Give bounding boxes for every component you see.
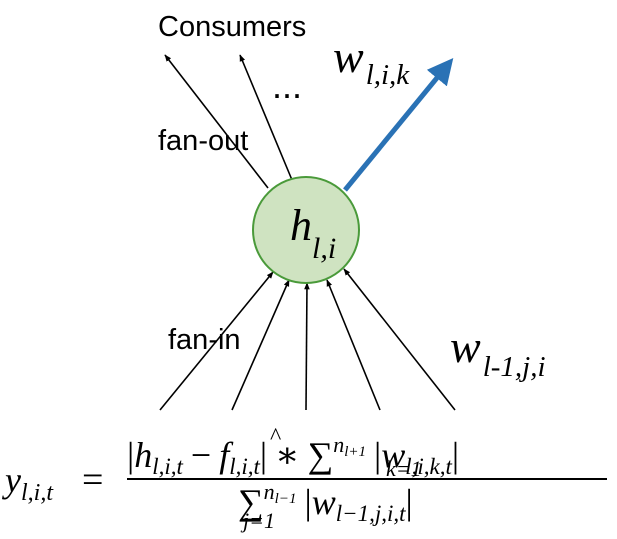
num-sum-sup-sub: l+1 [344, 444, 366, 460]
ellipsis-label: ... [272, 65, 302, 106]
neuron-label-var: h [290, 201, 312, 250]
num-f-hat: ^ [270, 424, 281, 450]
formula-numerator: |hl,i,t−fl,i,t|∗∑nl+1|wl,i,k,t| [127, 432, 459, 479]
neuron-label-sub: l,i [312, 232, 336, 265]
fan-out-edges [164, 54, 454, 192]
highlighted-output-edge [343, 57, 454, 192]
num-minus: − [191, 435, 211, 475]
fan-in-label: fan-in [168, 324, 241, 356]
output-weight-var: w [333, 31, 364, 82]
saliency-formula: yl,i,t = |hl,i,t−fl,i,t|∗∑nl+1|wl,i,k,t|… [2, 424, 607, 533]
num-w-close: | [452, 435, 459, 475]
output-weight-label: wl,i,k [333, 31, 410, 91]
fan-in-edges [159, 268, 456, 411]
input-weight-label: wl-1,j,i [450, 321, 546, 383]
num-w-open: | [374, 435, 381, 475]
den-w-open: | [304, 482, 311, 522]
neuron-node: hl,i [252, 176, 360, 284]
num-abs-open: | [127, 435, 134, 475]
formula-equals: = [82, 459, 103, 501]
fan-in-edge-5 [343, 268, 456, 411]
den-sum: ∑ [238, 482, 264, 522]
num-w: w [381, 435, 405, 475]
num-times: ∗ [275, 435, 299, 475]
den-w: w [312, 482, 336, 522]
fan-in-edge-1 [159, 271, 274, 411]
num-w-sub: l,i,k,t [405, 454, 452, 479]
fan-in-edge-4 [326, 279, 381, 411]
neuron-circle [252, 176, 360, 284]
num-sum-sup: n [333, 432, 344, 457]
den-w-close: | [406, 482, 413, 522]
input-weight-var: w [450, 321, 481, 372]
fan-out-edge-2 [239, 54, 293, 181]
neuron-label: hl,i [290, 201, 336, 265]
fan-in-edge-3 [304, 282, 310, 411]
formula-lhs: yl,i,t [2, 460, 54, 506]
output-weight-sub: l,i,k [366, 59, 411, 91]
den-w-sub: l−1,j,i,t [336, 501, 406, 526]
num-abs-close: | [260, 435, 267, 475]
input-weight-sub: l-1,j,i [483, 351, 546, 383]
num-sum: ∑ [308, 435, 334, 475]
formula-lhs-sub: l,i,t [21, 480, 54, 506]
den-sum-sup: n [264, 479, 275, 504]
num-h-sub: l,i,t [152, 454, 183, 479]
num-h: h [134, 435, 152, 475]
formula-denominator: ∑nl−1|wl−1,j,i,t| [238, 479, 413, 526]
fan-out-label: fan-out [158, 125, 248, 157]
num-f-sub: l,i,t [229, 454, 260, 479]
consumers-label: Consumers [158, 11, 306, 43]
fan-in-edge-2 [231, 279, 290, 411]
den-sum-sup-sub: l−1 [275, 491, 297, 507]
num-sum-lower: k=1 [386, 456, 422, 481]
den-sum-lower: j=1 [240, 508, 275, 533]
fan-out-edge-1 [164, 54, 269, 189]
formula-lhs-var: y [2, 460, 21, 500]
